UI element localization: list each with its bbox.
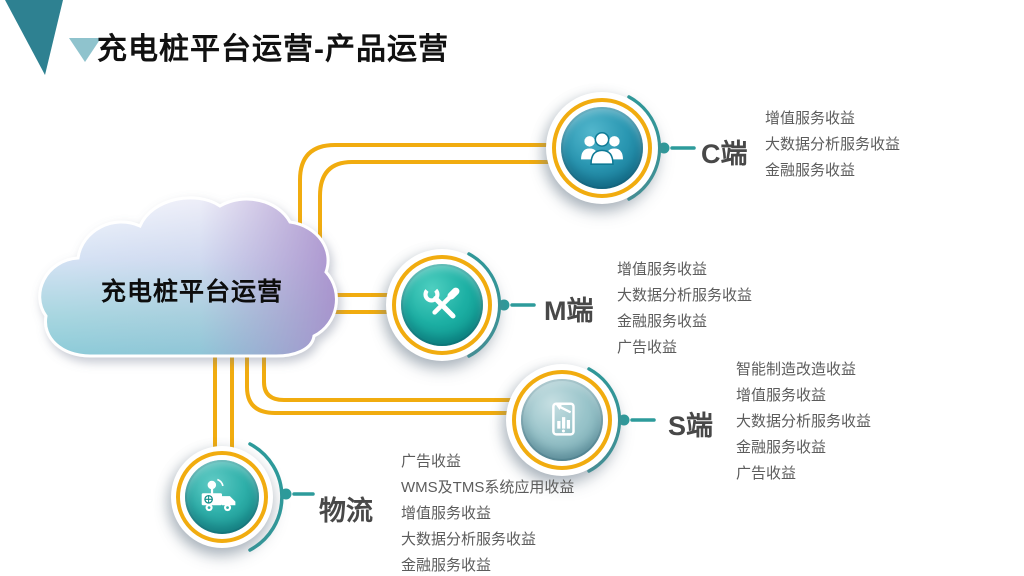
triangle-light: [69, 38, 101, 62]
list-item: 广告收益: [736, 465, 797, 482]
node-m-core: [401, 264, 483, 346]
node-s-side: [506, 364, 618, 476]
s-side-benefit-list: 智能制造改造收益 增值服务收益 大数据分析服务收益 金融服务收益 广告收益: [736, 357, 871, 487]
list-item: 大数据分析服务收益: [736, 413, 872, 430]
node-c-core: [561, 107, 643, 189]
node-logistics-ring: [176, 451, 268, 543]
connector-s-outer: [245, 335, 522, 415]
pointer-dot-logistics: [280, 488, 292, 500]
connector-c-inner: [318, 160, 568, 255]
list-item: 金融服务收益: [736, 439, 827, 456]
page-title: 充电桩平台运营-产品运营: [97, 33, 449, 66]
node-m-ring: [392, 255, 492, 355]
node-c-ring: [552, 98, 652, 198]
pointer-dot-m: [498, 299, 510, 311]
node-label-logistics: 物流: [319, 496, 373, 526]
list-item: 大数据分析服务收益: [401, 531, 537, 548]
connector-c-outer: [298, 143, 568, 255]
list-item: 金融服务收益: [401, 557, 492, 574]
node-logistics: [171, 446, 273, 548]
cloud-shape: [38, 196, 338, 358]
pointer-dot-c: [658, 142, 670, 154]
triangle-dark: [5, 0, 63, 75]
c-side-benefit-list: 增值服务收益 大数据分析服务收益 金融服务收益: [765, 106, 900, 184]
cloud-label: 充电桩平台运营: [100, 278, 283, 306]
list-item: 智能制造改造收益: [736, 361, 857, 378]
title-decoration-triangles: [5, 0, 101, 75]
node-label-c-side: C端: [701, 139, 748, 169]
list-item: 金融服务收益: [765, 162, 856, 179]
node-logistics-core: [185, 460, 259, 534]
list-item: 广告收益: [617, 339, 678, 356]
list-item: 增值服务收益: [617, 261, 708, 278]
node-m-side: [386, 249, 498, 361]
bracket-dots: [280, 142, 670, 500]
node-s-core: [521, 379, 603, 461]
m-side-benefit-list: 增值服务收益 大数据分析服务收益 金融服务收益 广告收益: [617, 257, 752, 361]
list-item: 大数据分析服务收益: [617, 287, 753, 304]
list-item: 增值服务收益: [736, 387, 827, 404]
node-label-m-side: M端: [544, 296, 594, 326]
list-item: 增值服务收益: [765, 110, 856, 127]
list-item: 广告收益: [401, 453, 462, 470]
tablet-chart-icon: [552, 402, 575, 436]
list-item: 增值服务收益: [401, 505, 492, 522]
node-label-s-side: S端: [668, 411, 714, 441]
node-c-side: [546, 92, 658, 204]
list-item: WMS及TMS系统应用收益: [401, 479, 575, 496]
tools-icon: [423, 286, 460, 319]
list-item: 大数据分析服务收益: [765, 136, 901, 153]
pointer-dot-s: [618, 414, 630, 426]
node-s-ring: [512, 370, 612, 470]
logistics-benefit-list: 广告收益 WMS及TMS系统应用收益 增值服务收益 大数据分析服务收益 金融服务…: [401, 449, 574, 576]
users-icon: [581, 132, 623, 165]
connector-s-inner: [262, 335, 522, 402]
list-item: 金融服务收益: [617, 313, 708, 330]
truck-icon: [201, 478, 236, 512]
